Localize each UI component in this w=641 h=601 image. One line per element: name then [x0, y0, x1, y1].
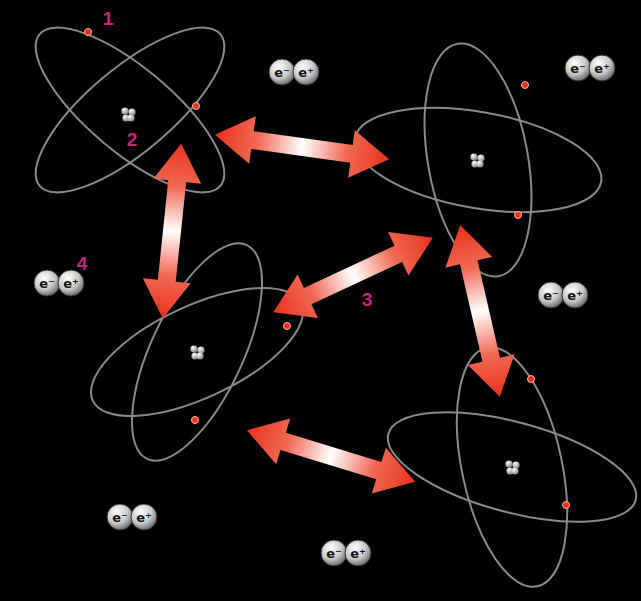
nucleus	[121, 107, 519, 474]
particle-symbol: e⁻	[326, 546, 342, 561]
particle-symbol: e⁻	[39, 276, 55, 291]
callout-number: 3	[362, 289, 373, 311]
particle-symbol: e⁻	[112, 510, 128, 525]
particle-symbol: e⁺	[567, 288, 583, 303]
particle-symbol: e⁺	[136, 510, 152, 525]
interaction-arrow	[139, 111, 523, 505]
callout-number: 4	[77, 253, 88, 275]
particle-symbol: e⁺	[594, 61, 610, 76]
particle-symbol: e⁻	[570, 61, 586, 76]
particle-symbol: e⁺	[63, 276, 79, 291]
callout-number: 2	[127, 129, 138, 151]
positronium-sphere	[34, 55, 615, 566]
electron	[85, 29, 570, 509]
particle-symbol: e⁺	[350, 546, 366, 561]
particle-symbol: e⁻	[274, 65, 290, 80]
callout-number: 1	[103, 8, 114, 30]
orbit	[13, 2, 641, 597]
particle-symbol: e⁺	[298, 65, 314, 80]
particle-symbol: e⁻	[543, 288, 559, 303]
